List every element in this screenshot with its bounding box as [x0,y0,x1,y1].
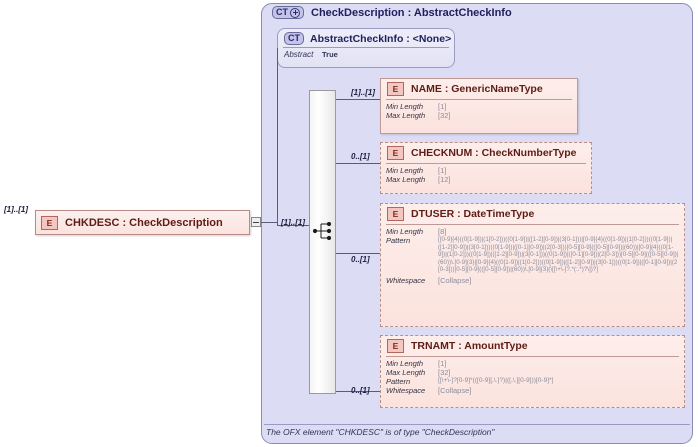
facet-row: Max Length [32] [386,368,679,377]
element-icon: E [387,146,404,160]
abstract-type-box[interactable]: CT AbstractCheckInfo : <None> Abstract T… [277,28,455,68]
element-dtuser-header: E DTUSER : DateTimeType [381,204,684,223]
element-checknum-facets: Min Length [1] Max Length [12] [381,164,591,186]
element-checknum[interactable]: E CHECKNUM : CheckNumberType Min Length … [380,142,592,194]
complextype-title: CheckDescription : AbstractCheckInfo [311,6,512,19]
facet-row: Max Length [12] [386,175,586,184]
footer-note-text: The OFX element "CHKDESC" is of type "Ch… [266,427,495,437]
facet-value: [[\+\-]?[0-9]*(([0-9][,\.]?)|([,\.][0-9]… [438,377,554,384]
element-icon: E [41,215,58,230]
ct-plus-icon[interactable]: CT [272,6,304,19]
abstract-type-header: CT AbstractCheckInfo : <None> [278,29,454,47]
collapse-icon[interactable] [251,217,261,227]
connector-to-checknum [336,163,380,164]
facet-key: Min Length [386,227,424,236]
facet-value: [1] [438,102,447,111]
cardinality-checknum: 0..[1] [351,152,370,161]
element-chkdesc-title: CHKDESC : CheckDescription [65,216,223,229]
facet-key: Min Length [386,359,424,368]
facet-key: Max Length [386,111,426,120]
element-dtuser-title: DTUSER : DateTimeType [411,208,535,220]
facet-value: [Collapse] [438,275,472,285]
divider [386,356,679,357]
element-trnamt[interactable]: E TRNAMT : AmountType Min Length [1] Max… [380,335,685,408]
element-checknum-header: E CHECKNUM : CheckNumberType [381,143,591,162]
element-checknum-title: CHECKNUM : CheckNumberType [411,147,577,159]
facet-value: [32] [438,111,451,120]
facet-key: Max Length [386,175,426,184]
facet-row: Whitespace [Collapse] [386,276,679,285]
facet-key: Whitespace [386,275,426,285]
element-chkdesc[interactable]: E CHKDESC : CheckDescription [35,210,250,235]
divider [264,424,690,425]
facet-key: Min Length [386,102,424,111]
element-icon: E [387,82,404,96]
facet-key: Pattern [386,236,411,245]
abstract-property-value: True [322,50,338,59]
facet-value: [1] [438,359,447,368]
element-icon: E [387,339,404,353]
complextype-title-row: CT CheckDescription : AbstractCheckInfo [272,6,512,19]
facet-row: Whitespace [Collapse] [386,386,679,395]
facet-value: [Collapse] [438,386,472,395]
divider [386,224,679,225]
facet-row: Min Length [1] [386,102,572,111]
facet-value: [12] [438,175,451,184]
divider [386,163,586,164]
facet-key: Min Length [386,166,424,175]
connector-to-name [336,99,380,100]
element-name[interactable]: E NAME : GenericNameType Min Length [1] … [380,78,578,134]
facet-row: Min Length [1] [386,359,679,368]
element-dtuser[interactable]: E DTUSER : DateTimeType Min Length [8] P… [380,203,685,327]
element-trnamt-title: TRNAMT : AmountType [411,340,528,352]
element-trnamt-header: E TRNAMT : AmountType [381,336,684,355]
connector-abstract-to-sequence [277,225,310,226]
element-name-header: E NAME : GenericNameType [381,79,577,98]
element-dtuser-facets: Min Length [8] Pattern [[0-9]{4}((0[1-9]… [381,225,684,287]
facet-key: Whitespace [386,386,426,395]
cardinality-dtuser: 0..[1] [351,255,370,264]
cardinality-trnamt: 0..[1] [351,386,370,395]
element-name-title: NAME : GenericNameType [411,83,543,95]
facet-row: Min Length [8] [386,227,679,236]
cardinality-name: [1]..[1] [351,88,375,97]
facet-value: [[0-9]{4}((0[1-9])|(1[0-2]))((0[1-9])|([… [438,236,679,274]
ct-icon: CT [284,32,304,45]
sequence-compositor-bar[interactable] [309,90,336,394]
connector-to-dtuser [336,253,380,254]
facet-key: Pattern [386,377,411,386]
element-trnamt-facets: Min Length [1] Max Length [32] Pattern [… [381,357,684,397]
facet-row: Pattern [[0-9]{4}((0[1-9])|(1[0-2]))((0[… [386,236,679,274]
footer-note: The OFX element "CHKDESC" is of type "Ch… [264,424,690,441]
facet-value: [1] [438,166,447,175]
facet-key: Max Length [386,368,426,377]
facet-value: [32] [438,368,451,377]
sequence-icon [312,222,332,240]
facet-row: Min Length [1] [386,166,586,175]
connector-abstract-vertical [277,48,278,225]
connector-chkdesc-to-container [261,222,277,223]
facet-value: [8] [438,227,447,236]
divider [386,99,572,100]
abstract-property-label: Abstract [284,50,314,59]
facet-row: Pattern [[\+\-]?[0-9]*(([0-9][,\.]?)|([,… [386,377,679,386]
abstract-property-row: Abstract True [278,48,454,59]
facet-row: Max Length [32] [386,111,572,120]
cardinality-chkdesc: [1]..[1] [4,205,28,214]
element-icon: E [387,207,404,221]
abstract-type-title: AbstractCheckInfo : <None> [310,32,452,45]
divider [283,47,449,48]
connector-to-trnamt [336,391,380,392]
element-name-facets: Min Length [1] Max Length [32] [381,100,577,122]
cardinality-sequence: [1]..[1] [281,218,305,227]
